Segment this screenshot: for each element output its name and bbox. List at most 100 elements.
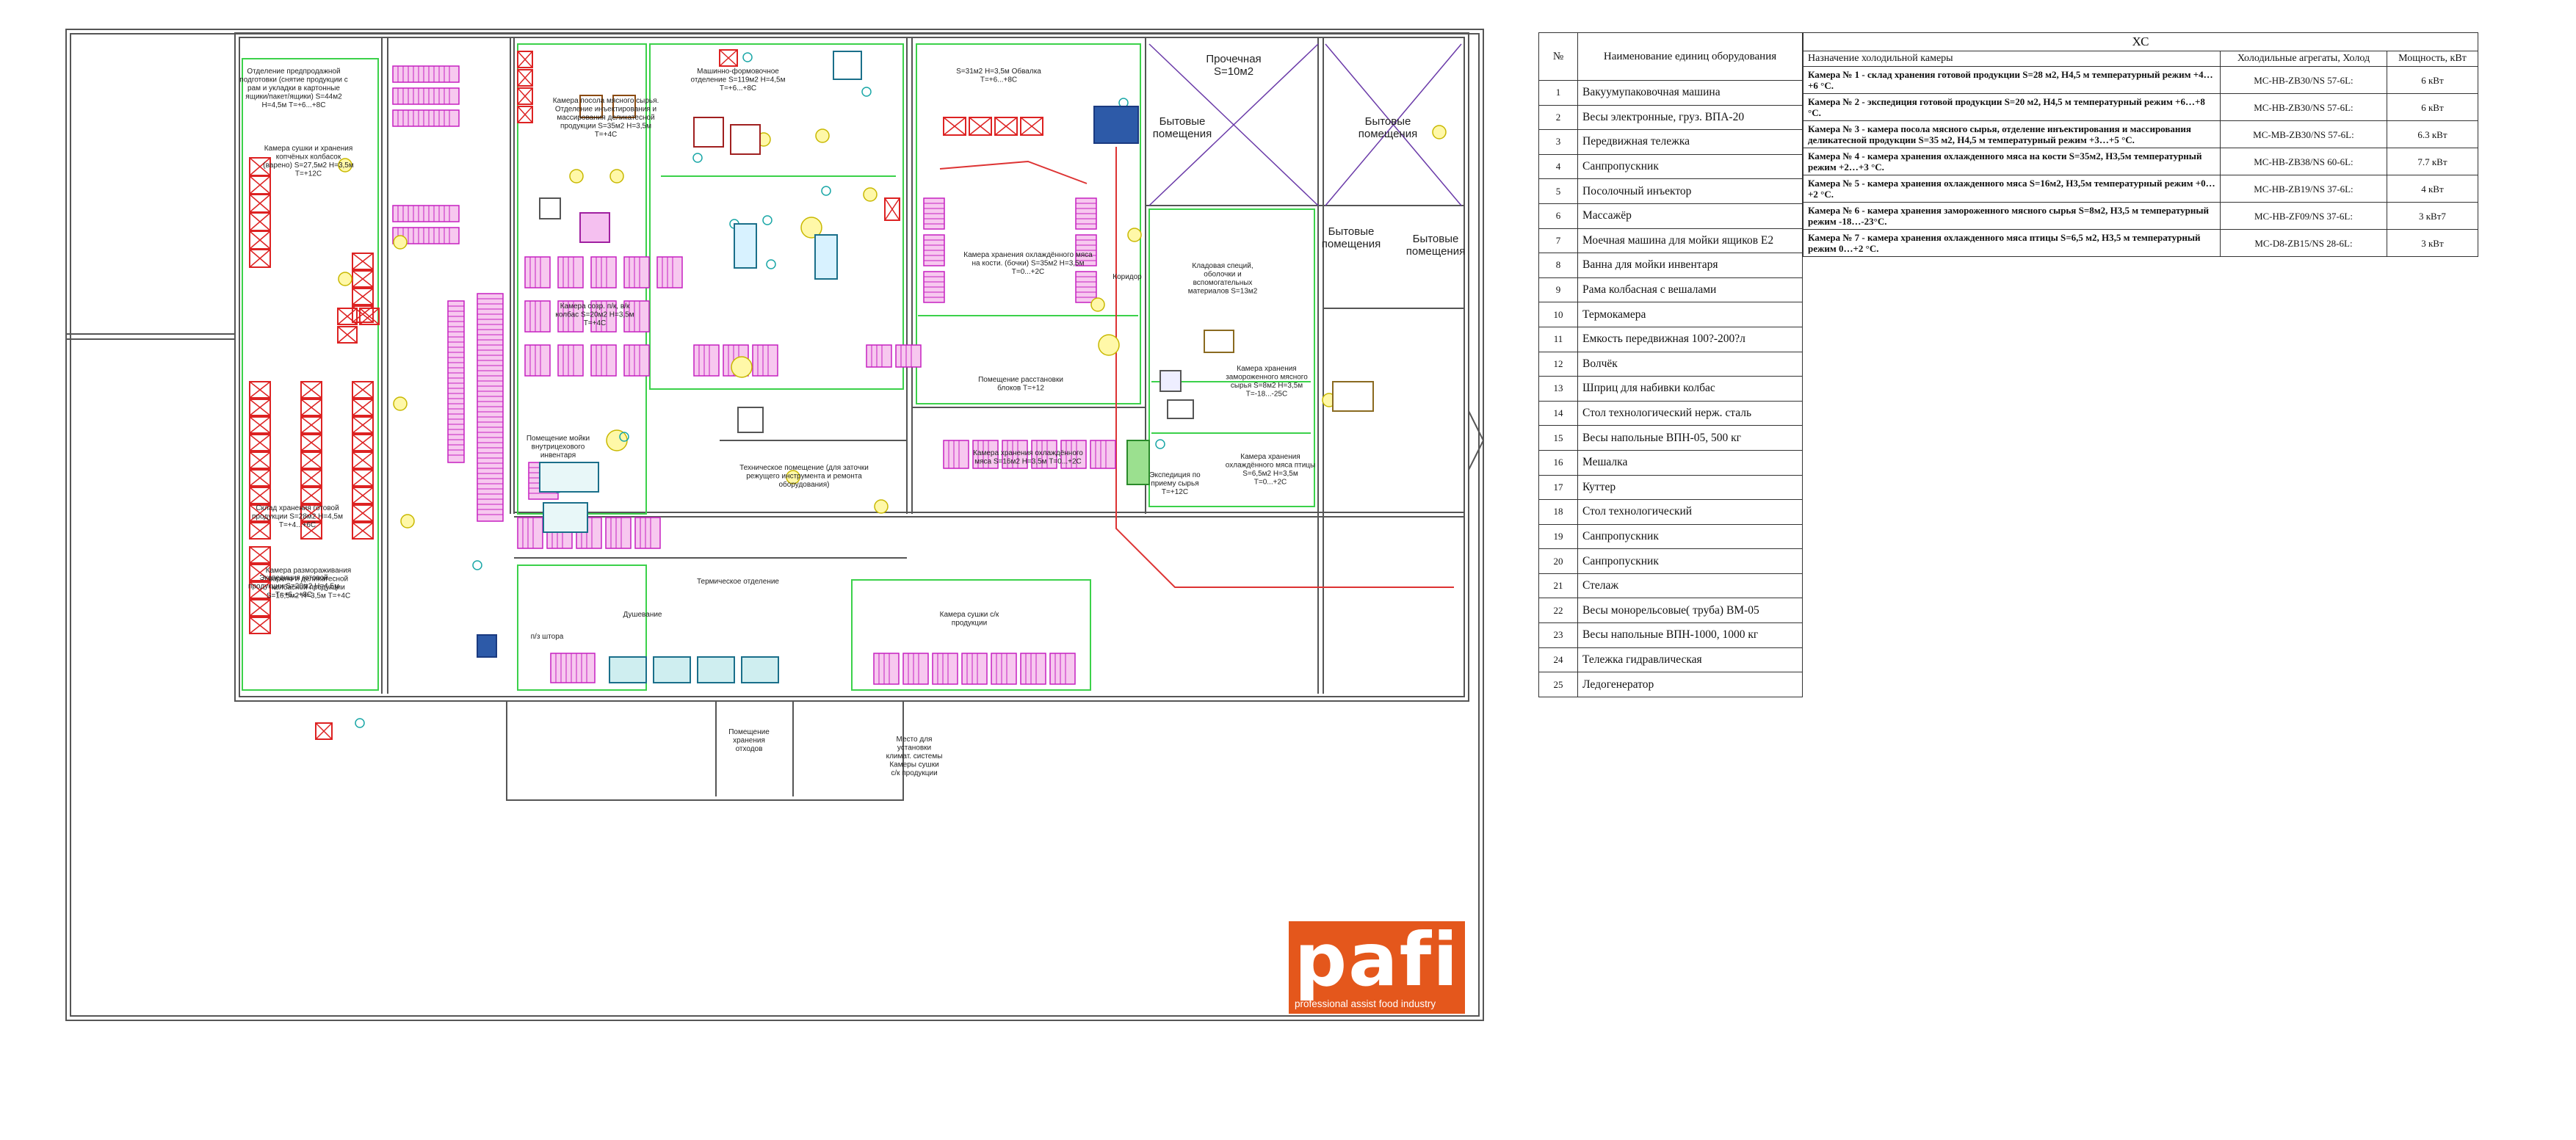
chamber-description: Камера № 4 - камера хранения охлажденног… <box>1803 148 2221 175</box>
equipment-marker <box>609 169 624 184</box>
equipment-number: 14 <box>1538 400 1578 426</box>
sausage-frame <box>923 197 945 230</box>
sausage-frame <box>623 256 650 288</box>
stuffer <box>814 234 838 280</box>
sausage-frame <box>923 271 945 303</box>
equipment-number: 18 <box>1538 499 1578 525</box>
sausage-frame <box>634 517 661 549</box>
room-label: Коридор <box>1112 273 1142 281</box>
sausage-frame <box>972 440 999 469</box>
refrigeration-unit: MC-HB-ZF09/NS 37-6L: <box>2220 202 2387 230</box>
vat <box>737 407 764 433</box>
chamber-description: Камера № 5 - камера хранения охлажденног… <box>1803 175 2221 203</box>
storage-rack <box>249 249 271 268</box>
storage-rack <box>249 469 271 487</box>
equipment-number: 6 <box>1538 203 1578 229</box>
header-equipment-name: Наименование единиц оборудования <box>1577 32 1803 81</box>
equipment-name: Моечная машина для мойки ящиков Е2 <box>1577 228 1803 254</box>
sausage-frame <box>1075 197 1097 230</box>
storage-rack <box>300 399 322 416</box>
storage-rack <box>1020 117 1043 136</box>
storage-rack <box>352 469 374 487</box>
sausage-frame <box>1020 653 1046 685</box>
equipment-marker <box>815 128 830 143</box>
equipment-marker <box>1090 297 1105 312</box>
equipment-number: 19 <box>1538 523 1578 550</box>
sausage-frame <box>477 293 504 522</box>
equipment-number: 7 <box>1538 228 1578 254</box>
equipment-marker <box>569 169 584 184</box>
sausage-frame <box>1060 440 1087 469</box>
shelf <box>1167 399 1194 419</box>
equipment-name: Весы монорельсовые( труба) ВМ-05 <box>1577 598 1803 624</box>
storage-rack <box>352 434 374 451</box>
equipment-marker <box>400 514 415 529</box>
sausage-frame <box>550 653 596 683</box>
sausage-frame <box>557 256 584 288</box>
header-num: № <box>1538 32 1578 81</box>
storage-rack <box>249 381 271 399</box>
storage-rack <box>249 487 271 504</box>
equipment-name: Мешалка <box>1577 449 1803 476</box>
sausage-frame <box>1031 440 1057 469</box>
chamber-power: 6 кВт <box>2386 93 2479 121</box>
sausage-frame <box>557 300 584 333</box>
chamber-power: 7.7 кВт <box>2386 148 2479 175</box>
storage-rack <box>517 69 533 87</box>
chamber-power: 6.3 кВт <box>2386 120 2479 148</box>
equipment-marker <box>619 432 629 442</box>
equipment-number: 20 <box>1538 548 1578 574</box>
equipment-name: Волчёк <box>1577 351 1803 377</box>
sausage-frame <box>447 300 465 463</box>
equipment-number: 5 <box>1538 178 1578 204</box>
room-label: Термическое отделение <box>697 578 779 586</box>
cold-chamber-row: Камера № 2 - экспедиция готовой продукци… <box>1803 93 2479 121</box>
table <box>1332 381 1374 412</box>
equipment-name: Посолочный инъектор <box>1577 178 1803 204</box>
equipment-marker <box>786 470 800 484</box>
thermo-chamber <box>609 656 647 683</box>
equipment-number: 3 <box>1538 129 1578 155</box>
equipment-marker <box>874 499 889 514</box>
sausage-frame <box>923 234 945 266</box>
storage-rack <box>249 546 271 564</box>
equipment-name: Рама колбасная с вешалами <box>1577 277 1803 303</box>
cold-chambers-table: ХС Назначение холодильной камеры Холодил… <box>1803 32 2479 257</box>
storage-rack <box>249 617 271 634</box>
storage-rack <box>517 87 533 105</box>
equipment-marker <box>821 186 831 196</box>
thermo-chamber <box>653 656 691 683</box>
equipment-number: 8 <box>1538 253 1578 278</box>
equipment-name: Передвижная тележка <box>1577 129 1803 155</box>
shelf <box>1204 330 1234 353</box>
sausage-frame <box>524 344 551 377</box>
equipment-number: 2 <box>1538 104 1578 131</box>
storage-rack <box>249 194 271 213</box>
equipment-name: Весы напольные ВПН-05, 500 кг <box>1577 425 1803 451</box>
sausage-frame <box>590 300 617 333</box>
equipment-number: 12 <box>1538 351 1578 377</box>
equipment-name: Санпропускник <box>1577 153 1803 180</box>
refrigeration-unit: MC-HB-ZB19/NS 37-6L: <box>2220 175 2387 203</box>
storage-rack <box>249 212 271 231</box>
storage-rack <box>300 381 322 399</box>
mixer <box>579 95 603 118</box>
storage-rack <box>337 326 358 344</box>
sausage-frame <box>693 344 720 377</box>
equipment-name: Санпропускник <box>1577 548 1803 574</box>
